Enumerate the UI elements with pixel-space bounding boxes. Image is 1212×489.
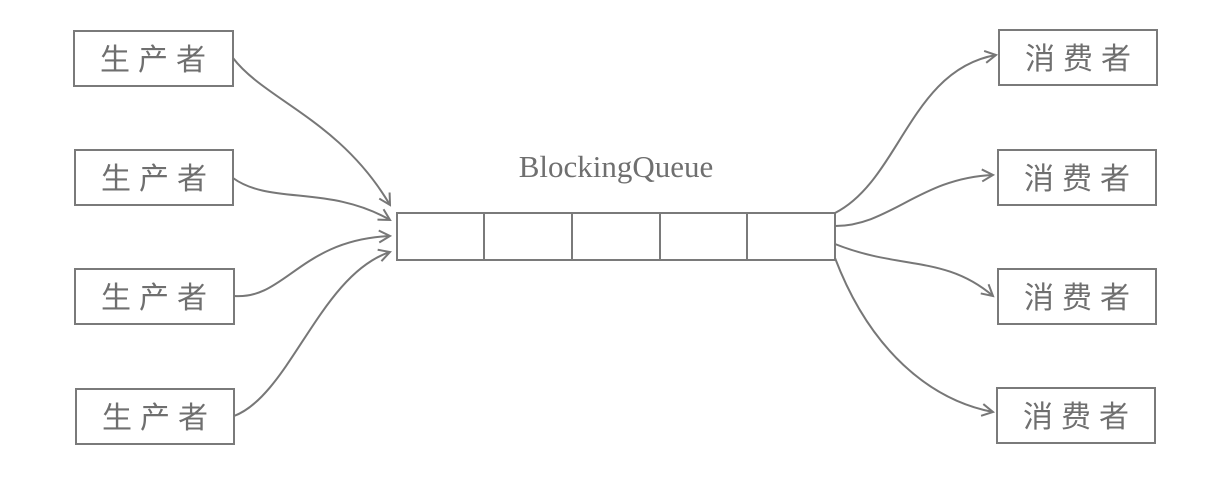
consumer-label: 消费者 xyxy=(1024,281,1138,316)
producer-label: 生产者 xyxy=(102,401,216,436)
queue-to-consumer-arrow xyxy=(834,55,996,214)
consumer-node: 消费者 xyxy=(998,29,1158,86)
consumer-label: 消费者 xyxy=(1025,42,1139,77)
queue-slot xyxy=(396,212,485,261)
producer-node: 生产者 xyxy=(74,268,235,325)
queue-slot xyxy=(571,212,661,261)
queue-title: BlockingQueue xyxy=(519,149,714,184)
queue-to-consumer-arrow xyxy=(834,175,993,227)
producer-label: 生产者 xyxy=(100,43,214,78)
producer-node: 生产者 xyxy=(75,388,235,445)
producer-to-queue-arrow xyxy=(232,177,390,220)
queue-slot xyxy=(483,212,573,261)
producer-to-queue-arrow xyxy=(233,236,390,298)
producer-node: 生产者 xyxy=(74,149,234,206)
producer-to-queue-arrow xyxy=(233,252,390,417)
producer-to-queue-arrow xyxy=(232,57,390,205)
consumer-label: 消费者 xyxy=(1024,162,1138,197)
queue-to-consumer-arrow xyxy=(834,257,993,412)
queue-to-consumer-arrow xyxy=(834,243,993,296)
blocking-queue xyxy=(396,212,836,261)
consumer-node: 消费者 xyxy=(997,149,1157,206)
consumer-label: 消费者 xyxy=(1023,400,1137,435)
producer-label: 生产者 xyxy=(101,281,215,316)
queue-slot xyxy=(746,212,836,261)
consumer-node: 消费者 xyxy=(996,387,1156,444)
producer-node: 生产者 xyxy=(73,30,234,87)
consumer-node: 消费者 xyxy=(997,268,1157,325)
producer-label: 生产者 xyxy=(101,162,215,197)
queue-slot xyxy=(659,212,748,261)
